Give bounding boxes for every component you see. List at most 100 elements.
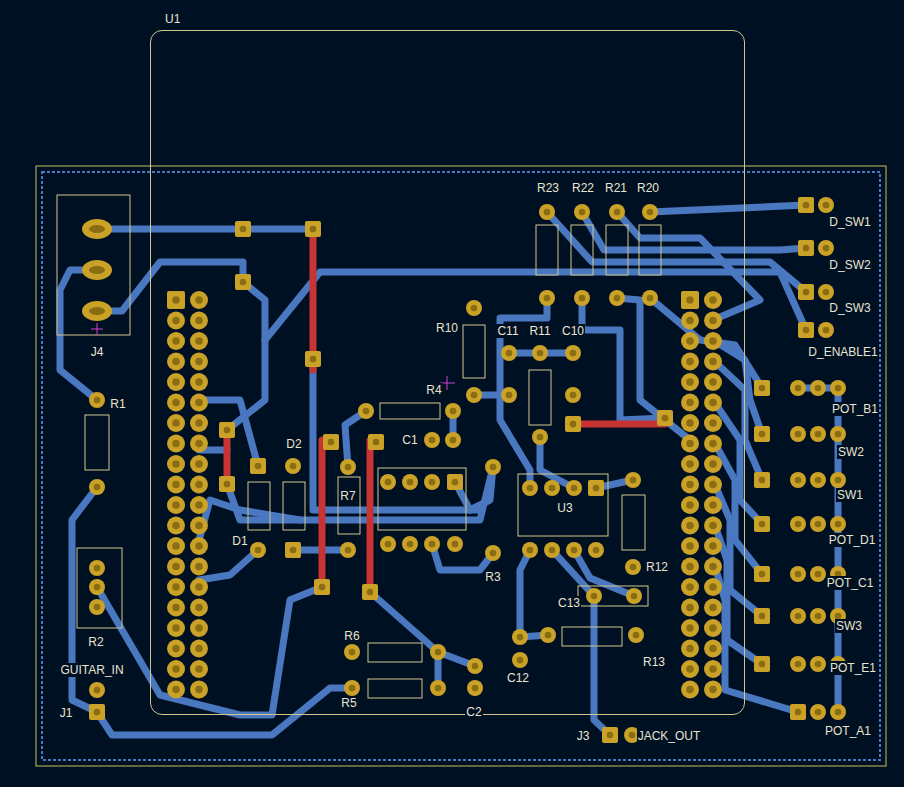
drill-hole (172, 317, 180, 325)
round-pad (340, 459, 356, 475)
copper-trace (650, 205, 806, 212)
round-pad (380, 474, 396, 490)
drill-hole (172, 419, 180, 427)
component-outline (622, 495, 645, 550)
round-pad (681, 640, 699, 658)
silkscreen-label: R7 (339, 489, 356, 503)
drill-hole (686, 542, 694, 550)
round-pad (625, 559, 641, 575)
ground-zone (42, 172, 880, 760)
drill-hole (527, 485, 534, 492)
square-pad (285, 542, 301, 558)
drill-hole (373, 439, 380, 446)
round-pad (704, 394, 722, 412)
drill-hole (319, 584, 326, 591)
copper-trace (97, 226, 313, 233)
silkscreen-label: POT_D1 (828, 533, 877, 547)
drill-hole (686, 337, 694, 345)
drill-hole (795, 709, 802, 716)
round-pad (424, 432, 440, 448)
silkscreen-label: SW3 (835, 619, 863, 633)
square-pad (681, 291, 699, 309)
square-pad (798, 322, 814, 338)
square-pad (235, 221, 251, 237)
drill-hole (435, 649, 442, 656)
round-pad (512, 652, 528, 668)
square-pad (250, 458, 266, 474)
round-pad (818, 240, 834, 256)
drill-hole (709, 501, 717, 509)
drill-hole (662, 415, 669, 422)
drill-hole (195, 419, 203, 427)
round-pad (704, 660, 722, 678)
silkscreen-label: J3 (576, 729, 591, 743)
component-outline (571, 225, 593, 275)
drill-hole (803, 202, 810, 209)
square-pad (754, 516, 770, 532)
round-pad (285, 458, 301, 474)
drill-hole (385, 479, 392, 486)
round-pad (167, 599, 185, 617)
component-outline (368, 679, 422, 698)
drill-hole (823, 327, 830, 334)
drill-hole (517, 634, 524, 641)
silkscreen-label: C2 (465, 705, 482, 719)
drill-hole (195, 665, 203, 673)
drill-hole (429, 479, 436, 486)
drill-hole (537, 350, 544, 357)
round-pad (190, 312, 208, 330)
round-pad (380, 536, 396, 552)
silkscreen-label: D1 (231, 534, 248, 548)
drill-hole (709, 624, 717, 632)
component-outline (368, 643, 422, 662)
drill-hole (195, 378, 203, 386)
drill-hole (686, 665, 694, 673)
drill-hole (195, 481, 203, 489)
drill-hole (629, 732, 636, 739)
round-pad (402, 474, 418, 490)
round-pad (830, 516, 846, 532)
drill-hole (172, 604, 180, 612)
round-pad (830, 426, 846, 442)
drill-hole (815, 709, 822, 716)
silkscreen-label: J1 (59, 706, 74, 720)
silkscreen-label: R1 (109, 397, 126, 411)
silkscreen-label: D_SW1 (828, 215, 871, 229)
square-pad (314, 579, 330, 595)
drill-hole (450, 437, 457, 444)
round-pad (190, 353, 208, 371)
silkscreen-label: C11 (496, 324, 519, 338)
round-pad (704, 435, 722, 453)
drill-hole (549, 485, 556, 492)
silkscreen-label: R23 (536, 181, 560, 195)
drill-hole (195, 563, 203, 571)
round-pad (445, 403, 461, 419)
round-pad (512, 629, 528, 645)
round-pad (790, 566, 806, 582)
round-pad (532, 429, 548, 445)
round-pad (190, 558, 208, 576)
drill-hole (815, 431, 822, 438)
drill-hole (709, 604, 717, 612)
drill-hole (759, 613, 766, 620)
drill-hole (647, 295, 654, 302)
square-pad (447, 474, 463, 490)
component-outline (380, 403, 440, 419)
drill-hole (490, 550, 497, 557)
drill-hole (549, 547, 556, 554)
round-pad (704, 332, 722, 350)
round-pad (447, 536, 463, 552)
round-pad (625, 472, 641, 488)
round-pad (167, 496, 185, 514)
silkscreen-label: POT_E1 (829, 661, 877, 675)
round-pad (190, 476, 208, 494)
round-pad (681, 455, 699, 473)
drill-hole (172, 563, 180, 571)
round-pad (704, 373, 722, 391)
copper-trace (265, 272, 806, 340)
drill-hole (709, 481, 717, 489)
drill-hole (795, 613, 802, 620)
drill-hole (686, 419, 694, 427)
drill-hole (172, 337, 180, 345)
round-pad (402, 536, 418, 552)
